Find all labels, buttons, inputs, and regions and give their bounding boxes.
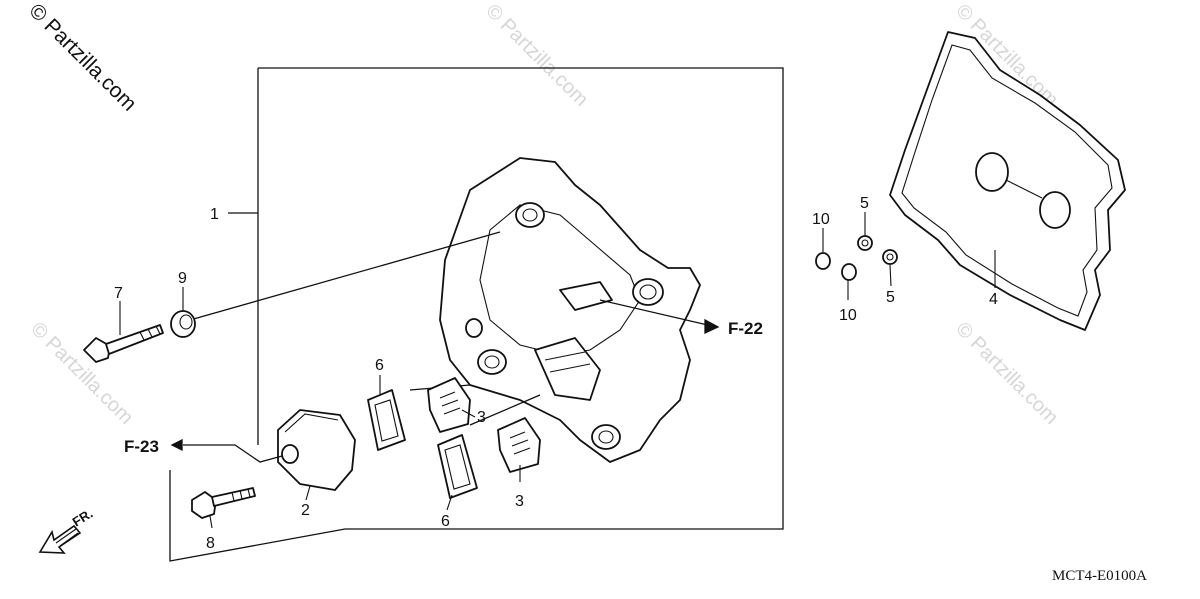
- assembly-outline: [169, 67, 784, 562]
- part-6-gasket-b: [437, 434, 478, 499]
- cylinder-head-cover: [439, 157, 701, 463]
- part-7-bolt: [83, 324, 164, 363]
- part-6-gasket-a: [367, 389, 406, 451]
- reference-f22: F-22: [728, 319, 763, 338]
- part-5-washer-a: [857, 235, 873, 251]
- callout-5-upper: 5: [860, 195, 869, 212]
- watermark-mid-left: © Partzilla.com: [26, 318, 137, 429]
- part-9-grommet: [170, 310, 196, 338]
- diagram-code: MCT4-E0100A: [1052, 568, 1147, 584]
- callout-2: 2: [301, 502, 310, 519]
- callout-5-lower: 5: [886, 289, 895, 306]
- part-5-washer-b: [882, 249, 898, 265]
- callout-7: 7: [114, 285, 123, 302]
- callout-10-lower: 10: [839, 307, 857, 324]
- front-arrow: FR.: [38, 506, 95, 554]
- watermark-top-center: © Partzilla.com: [481, 0, 592, 111]
- part-10-bushing-a: [815, 252, 831, 270]
- callout-leaders: [119, 212, 996, 529]
- part-2-breather: [170, 409, 356, 491]
- callout-10-upper: 10: [812, 211, 830, 228]
- callout-3-upper: 3: [477, 409, 486, 426]
- callout-6-lower: 6: [441, 513, 450, 530]
- part-3-reed-b: [497, 417, 541, 473]
- part-4-gasket: [889, 31, 1126, 331]
- part-10-bushing-b: [841, 263, 857, 281]
- callout-1: 1: [210, 206, 219, 223]
- callout-3-lower: 3: [515, 493, 524, 510]
- watermark-mid-right: © Partzilla.com: [951, 318, 1062, 429]
- callout-6-upper: 6: [375, 357, 384, 374]
- part-3-reed-a: [427, 377, 471, 433]
- part-8-bolt: [191, 487, 256, 519]
- callout-9: 9: [178, 270, 187, 287]
- callout-8: 8: [206, 535, 215, 552]
- callout-numbers: 1 2 3 3 4 5 5 6 6 7 8 9 10 10: [114, 195, 998, 552]
- callout-4: 4: [989, 291, 998, 308]
- watermark-primary: © Partzilla.com: [24, 0, 140, 116]
- reference-f23: F-23: [124, 437, 159, 456]
